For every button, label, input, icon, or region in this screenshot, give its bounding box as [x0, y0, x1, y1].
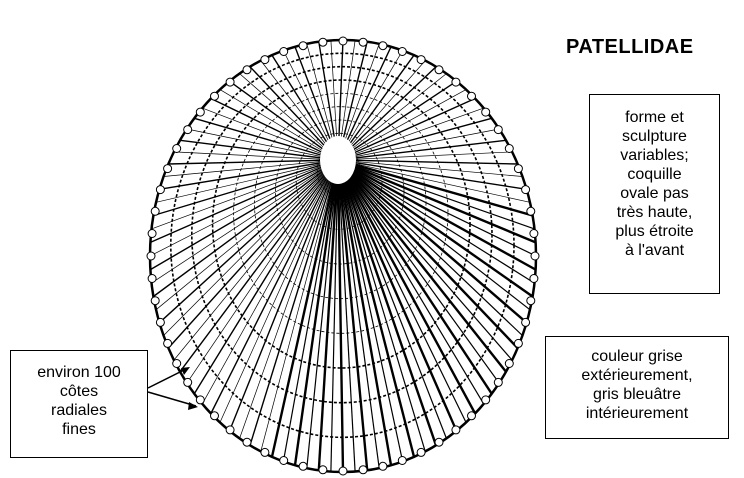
- edge-crenulation: [359, 38, 367, 46]
- edge-crenulation: [482, 396, 490, 404]
- edge-crenulation: [226, 78, 234, 86]
- edge-crenulation: [243, 438, 251, 446]
- edge-crenulation: [243, 66, 251, 74]
- edge-crenulation: [531, 252, 539, 260]
- edge-crenulation: [494, 126, 502, 134]
- edge-crenulation: [494, 378, 502, 386]
- shell-apex: [320, 136, 356, 184]
- edge-crenulation: [319, 466, 327, 474]
- edge-crenulation: [319, 38, 327, 46]
- edge-crenulation: [339, 467, 347, 475]
- edge-crenulation: [280, 457, 288, 465]
- edge-crenulation: [398, 48, 406, 56]
- edge-crenulation: [398, 457, 406, 465]
- edge-crenulation: [156, 186, 164, 194]
- edge-crenulation: [514, 339, 522, 347]
- edge-crenulation: [530, 275, 538, 283]
- edge-crenulation: [522, 186, 530, 194]
- edge-crenulation: [196, 396, 204, 404]
- ribs-note-line: environ 100: [11, 363, 147, 382]
- edge-crenulation: [514, 165, 522, 173]
- shape-note-line: à l'avant: [590, 241, 719, 260]
- shape-note-line: forme et: [590, 108, 719, 127]
- edge-crenulation: [530, 230, 538, 238]
- ribs-note-line: côtes: [11, 382, 147, 401]
- edge-crenulation: [435, 438, 443, 446]
- shape-note-line: ovale pas: [590, 184, 719, 203]
- edge-crenulation: [261, 448, 269, 456]
- color-note-line: couleur grise: [546, 347, 728, 366]
- edge-crenulation: [280, 48, 288, 56]
- shape-note-line: coquille: [590, 165, 719, 184]
- shape-note-box: forme et sculpture variables; coquille o…: [589, 94, 720, 294]
- edge-crenulation: [184, 126, 192, 134]
- edge-crenulation: [226, 426, 234, 434]
- color-note-box: couleur grise extérieurement, gris bleuâ…: [545, 336, 729, 439]
- edge-crenulation: [505, 145, 513, 153]
- edge-crenulation: [184, 378, 192, 386]
- edge-crenulation: [148, 275, 156, 283]
- edge-crenulation: [211, 92, 219, 100]
- edge-crenulation: [151, 297, 159, 305]
- edge-crenulation: [196, 108, 204, 116]
- shape-note-line: variables;: [590, 146, 719, 165]
- edge-crenulation: [359, 466, 367, 474]
- edge-crenulation: [527, 297, 535, 305]
- color-note-line: intérieurement: [546, 404, 728, 423]
- arrowhead-lower: [188, 402, 198, 410]
- edge-crenulation: [211, 412, 219, 420]
- edge-crenulation: [379, 42, 387, 50]
- edge-crenulation: [482, 108, 490, 116]
- edge-crenulation: [435, 66, 443, 74]
- edge-crenulation: [339, 37, 347, 45]
- edge-crenulation: [147, 252, 155, 260]
- ribs-note-line: radiales: [11, 401, 147, 420]
- shell-body: [147, 37, 539, 475]
- arrow-line-upper: [148, 368, 188, 388]
- edge-crenulation: [261, 56, 269, 64]
- edge-crenulation: [151, 207, 159, 215]
- color-note-line: extérieurement,: [546, 366, 728, 385]
- ribs-note-box: environ 100 côtes radiales fines: [10, 350, 148, 458]
- shape-note-line: très haute,: [590, 203, 719, 222]
- edge-crenulation: [173, 145, 181, 153]
- edge-crenulation: [148, 230, 156, 238]
- edge-crenulation: [522, 318, 530, 326]
- edge-crenulation: [299, 42, 307, 50]
- color-note-line: gris bleuâtre: [546, 385, 728, 404]
- ribs-note-line: fines: [11, 420, 147, 439]
- edge-crenulation: [505, 360, 513, 368]
- family-title: PATELLIDAE: [566, 36, 694, 59]
- shape-note-line: plus étroite: [590, 222, 719, 241]
- edge-crenulation: [173, 360, 181, 368]
- edge-crenulation: [417, 448, 425, 456]
- edge-crenulation: [468, 412, 476, 420]
- edge-crenulation: [379, 462, 387, 470]
- edge-crenulation: [452, 78, 460, 86]
- edge-crenulation: [468, 92, 476, 100]
- edge-crenulation: [527, 207, 535, 215]
- edge-crenulation: [164, 339, 172, 347]
- shape-note-line: sculpture: [590, 127, 719, 146]
- edge-crenulation: [156, 318, 164, 326]
- edge-crenulation: [417, 56, 425, 64]
- edge-crenulation: [452, 426, 460, 434]
- edge-crenulation: [299, 462, 307, 470]
- edge-crenulation: [164, 165, 172, 173]
